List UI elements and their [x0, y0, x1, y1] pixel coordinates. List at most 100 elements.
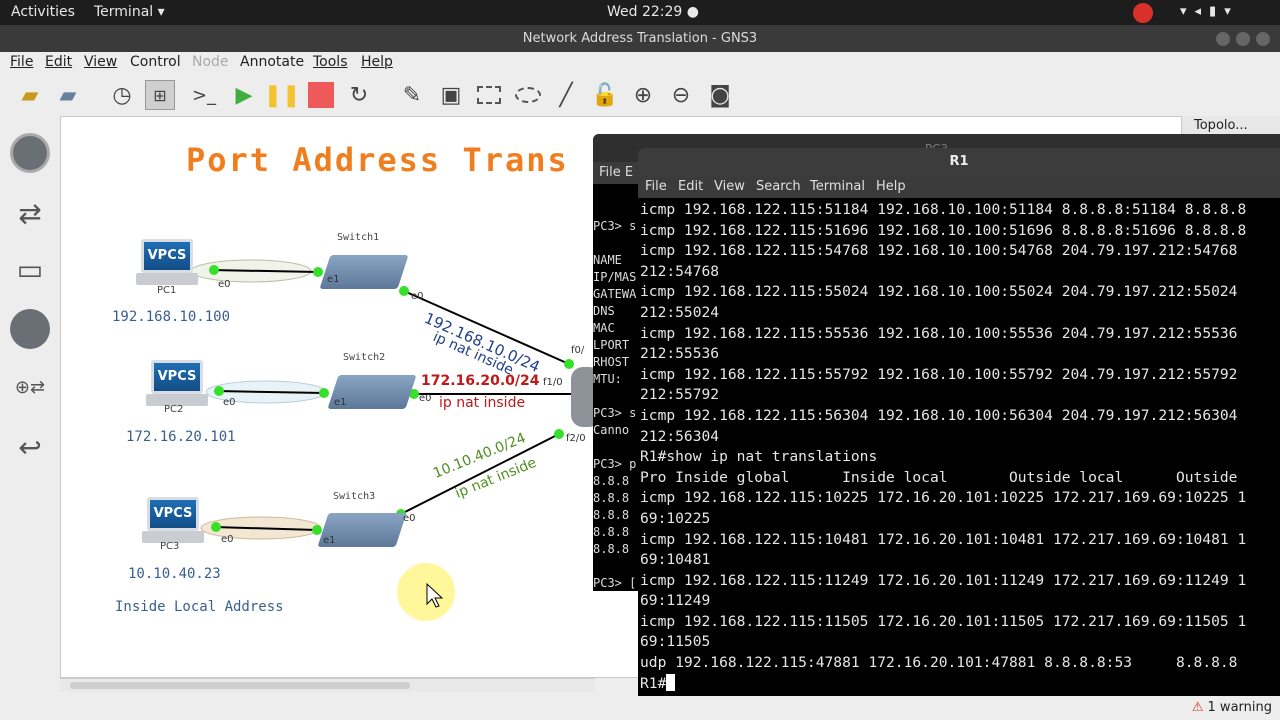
- activities-button[interactable]: Activities: [11, 4, 75, 20]
- r1-menu-help[interactable]: Help: [876, 179, 906, 194]
- warning-icon: ⚠: [1191, 700, 1204, 715]
- r1-menu-file[interactable]: File: [645, 179, 667, 194]
- minimize-button[interactable]: [1216, 32, 1230, 46]
- r1-terminal-window[interactable]: R1 File Edit View Search Terminal Help i…: [638, 148, 1280, 696]
- menu-file[interactable]: File: [10, 54, 34, 70]
- menu-view[interactable]: View: [84, 54, 118, 70]
- r1-terminal-line: Pro Inside global Inside local Outside l…: [640, 468, 1246, 489]
- pc3-node[interactable]: VPCS: [142, 497, 204, 543]
- vpcs-icon: VPCS: [141, 239, 193, 273]
- add-link-icon[interactable]: ↩: [18, 430, 42, 464]
- switch2-port-e1: e1: [334, 397, 347, 408]
- stop-all-icon[interactable]: [306, 80, 336, 110]
- pc1-node[interactable]: VPCS: [136, 239, 198, 285]
- menu-bar: File Edit View Control Node Annotate Too…: [0, 52, 1280, 74]
- all-devices-icon[interactable]: ⊕⇄: [14, 376, 46, 398]
- screenshot-icon[interactable]: ◙: [709, 82, 731, 108]
- r1-terminal-line: 69:10225: [640, 509, 1246, 530]
- window-titlebar: Network Address Translation - GNS3: [0, 25, 1280, 52]
- toolbar: ▰ ▰ ◷ ⊞ >_ ▶ ❚❚ ↻ ✎ ▣ ╱ 🔓 ⊕ ⊖ ◙: [0, 74, 1280, 116]
- r1-terminal-title: R1: [638, 148, 1280, 176]
- security-devices-icon[interactable]: [9, 308, 51, 350]
- topology-summary-dock[interactable]: Topolo...: [1182, 116, 1280, 136]
- draw-line-icon[interactable]: ╱: [559, 82, 573, 108]
- r1-terminal-output[interactable]: icmp 192.168.122.115:51184 192.168.10.10…: [640, 200, 1246, 694]
- open-project-icon[interactable]: ▰: [59, 82, 77, 108]
- suspend-all-icon[interactable]: ❚❚: [263, 82, 301, 108]
- r1-menu-view[interactable]: View: [714, 179, 745, 194]
- r1-terminal-line: R1#show ip nat translations: [640, 447, 1246, 468]
- draw-rectangle-icon[interactable]: [474, 80, 504, 110]
- new-project-icon[interactable]: ▰: [21, 82, 39, 108]
- add-note-icon[interactable]: ✎: [402, 82, 422, 108]
- r1-terminal-line-text: icmp 192.168.122.115:11505 172.16.20.101…: [640, 612, 1247, 630]
- pc3-terminal-line: [593, 201, 636, 218]
- r1-menu-search[interactable]: Search: [756, 179, 801, 194]
- r1-terminal-line-text: 212:55792: [640, 386, 720, 404]
- router-port-f1: f1/0: [543, 377, 563, 388]
- r1-menu-edit[interactable]: Edit: [678, 179, 704, 194]
- r1-terminal-line: icmp 192.168.122.115:51696 192.168.10.10…: [640, 221, 1246, 242]
- link-pc3-sw3: [213, 526, 318, 531]
- menu-edit[interactable]: Edit: [45, 54, 73, 70]
- draw-ellipse-icon[interactable]: [513, 80, 543, 110]
- pc3-terminal-line: PC3> p: [593, 457, 637, 471]
- r1-terminal-line-text: 212:54768: [640, 262, 720, 280]
- port-dot: [319, 388, 329, 398]
- pc3-terminal-line: NAME: [593, 253, 622, 267]
- pc3-terminal-line: PC3> s: [593, 219, 637, 233]
- pc3-terminal-line: RHOST: [593, 355, 630, 369]
- pc-base: [146, 394, 208, 406]
- r1-terminal-line: 212:56304: [640, 427, 1246, 448]
- show-interface-labels-icon[interactable]: ⊞: [145, 80, 175, 110]
- start-all-icon[interactable]: ▶: [235, 82, 253, 108]
- end-devices-icon[interactable]: ▭: [16, 252, 44, 286]
- close-button[interactable]: [1256, 32, 1270, 46]
- reload-all-icon[interactable]: ↻: [349, 82, 369, 108]
- pc-base: [136, 273, 198, 285]
- r1-terminal-line: icmp 192.168.122.115:56304 192.168.10.10…: [640, 406, 1246, 427]
- system-tray-icons[interactable]: ▾◂▮▾: [1180, 4, 1239, 19]
- r1-terminal-line: icmp 192.168.122.115:55792 192.168.10.10…: [640, 365, 1246, 386]
- pc3-terminal-line: 8.8.8: [593, 474, 630, 488]
- r1-terminal-line-text: 69:11505: [640, 633, 711, 651]
- port-dot: [312, 525, 322, 535]
- link-pc2-sw2: [215, 390, 325, 394]
- port-dot: [409, 389, 419, 399]
- topology-title: Port Address Trans: [186, 141, 569, 179]
- menu-help[interactable]: Help: [361, 54, 393, 70]
- maximize-button[interactable]: [1236, 32, 1250, 46]
- warning-indicator[interactable]: ⚠1 warning: [1192, 700, 1272, 715]
- r1-terminal-line: 212:55792: [640, 385, 1246, 406]
- pc2-node[interactable]: VPCS: [146, 360, 208, 406]
- port-dot: [209, 265, 219, 275]
- r1-terminal-line: 69:11249: [640, 591, 1246, 612]
- pc3-terminal-line: PC3> [: [593, 576, 637, 590]
- terminal-app-menu[interactable]: Terminal ▾: [94, 4, 165, 20]
- zoom-out-icon[interactable]: ⊖: [671, 82, 691, 108]
- zoom-in-icon[interactable]: ⊕: [633, 82, 653, 108]
- canvas-horizontal-scrollbar[interactable]: [60, 678, 595, 692]
- r1-terminal-line-text: R1#show ip nat translations: [640, 448, 878, 466]
- r1-terminal-line: icmp 192.168.122.115:55536 192.168.10.10…: [640, 324, 1246, 345]
- lock-icon[interactable]: 🔓: [591, 82, 619, 108]
- record-icon[interactable]: [1133, 3, 1153, 23]
- clock[interactable]: Wed 22:29 ●: [607, 4, 699, 20]
- insert-image-icon[interactable]: ▣: [440, 82, 462, 108]
- switch1-port-e0: e0: [411, 291, 424, 302]
- pc1-ip: 192.168.10.100: [112, 309, 231, 325]
- routers-icon[interactable]: [9, 132, 51, 174]
- console-all-icon[interactable]: >_: [191, 84, 217, 106]
- menu-tools[interactable]: Tools: [313, 54, 348, 70]
- pc3-terminal-line: [593, 558, 636, 575]
- switches-icon[interactable]: ⇄: [18, 196, 42, 230]
- r1-menu-terminal[interactable]: Terminal: [810, 179, 865, 194]
- menu-annotate[interactable]: Annotate: [240, 54, 305, 70]
- scrollbar-thumb[interactable]: [70, 682, 410, 689]
- warning-count: 1 warning: [1207, 700, 1272, 715]
- port-dot: [211, 522, 221, 532]
- menu-control[interactable]: Control: [130, 54, 181, 70]
- net2-nat-label: ip nat inside: [439, 395, 526, 411]
- snapshot-clock-icon[interactable]: ◷: [112, 82, 132, 108]
